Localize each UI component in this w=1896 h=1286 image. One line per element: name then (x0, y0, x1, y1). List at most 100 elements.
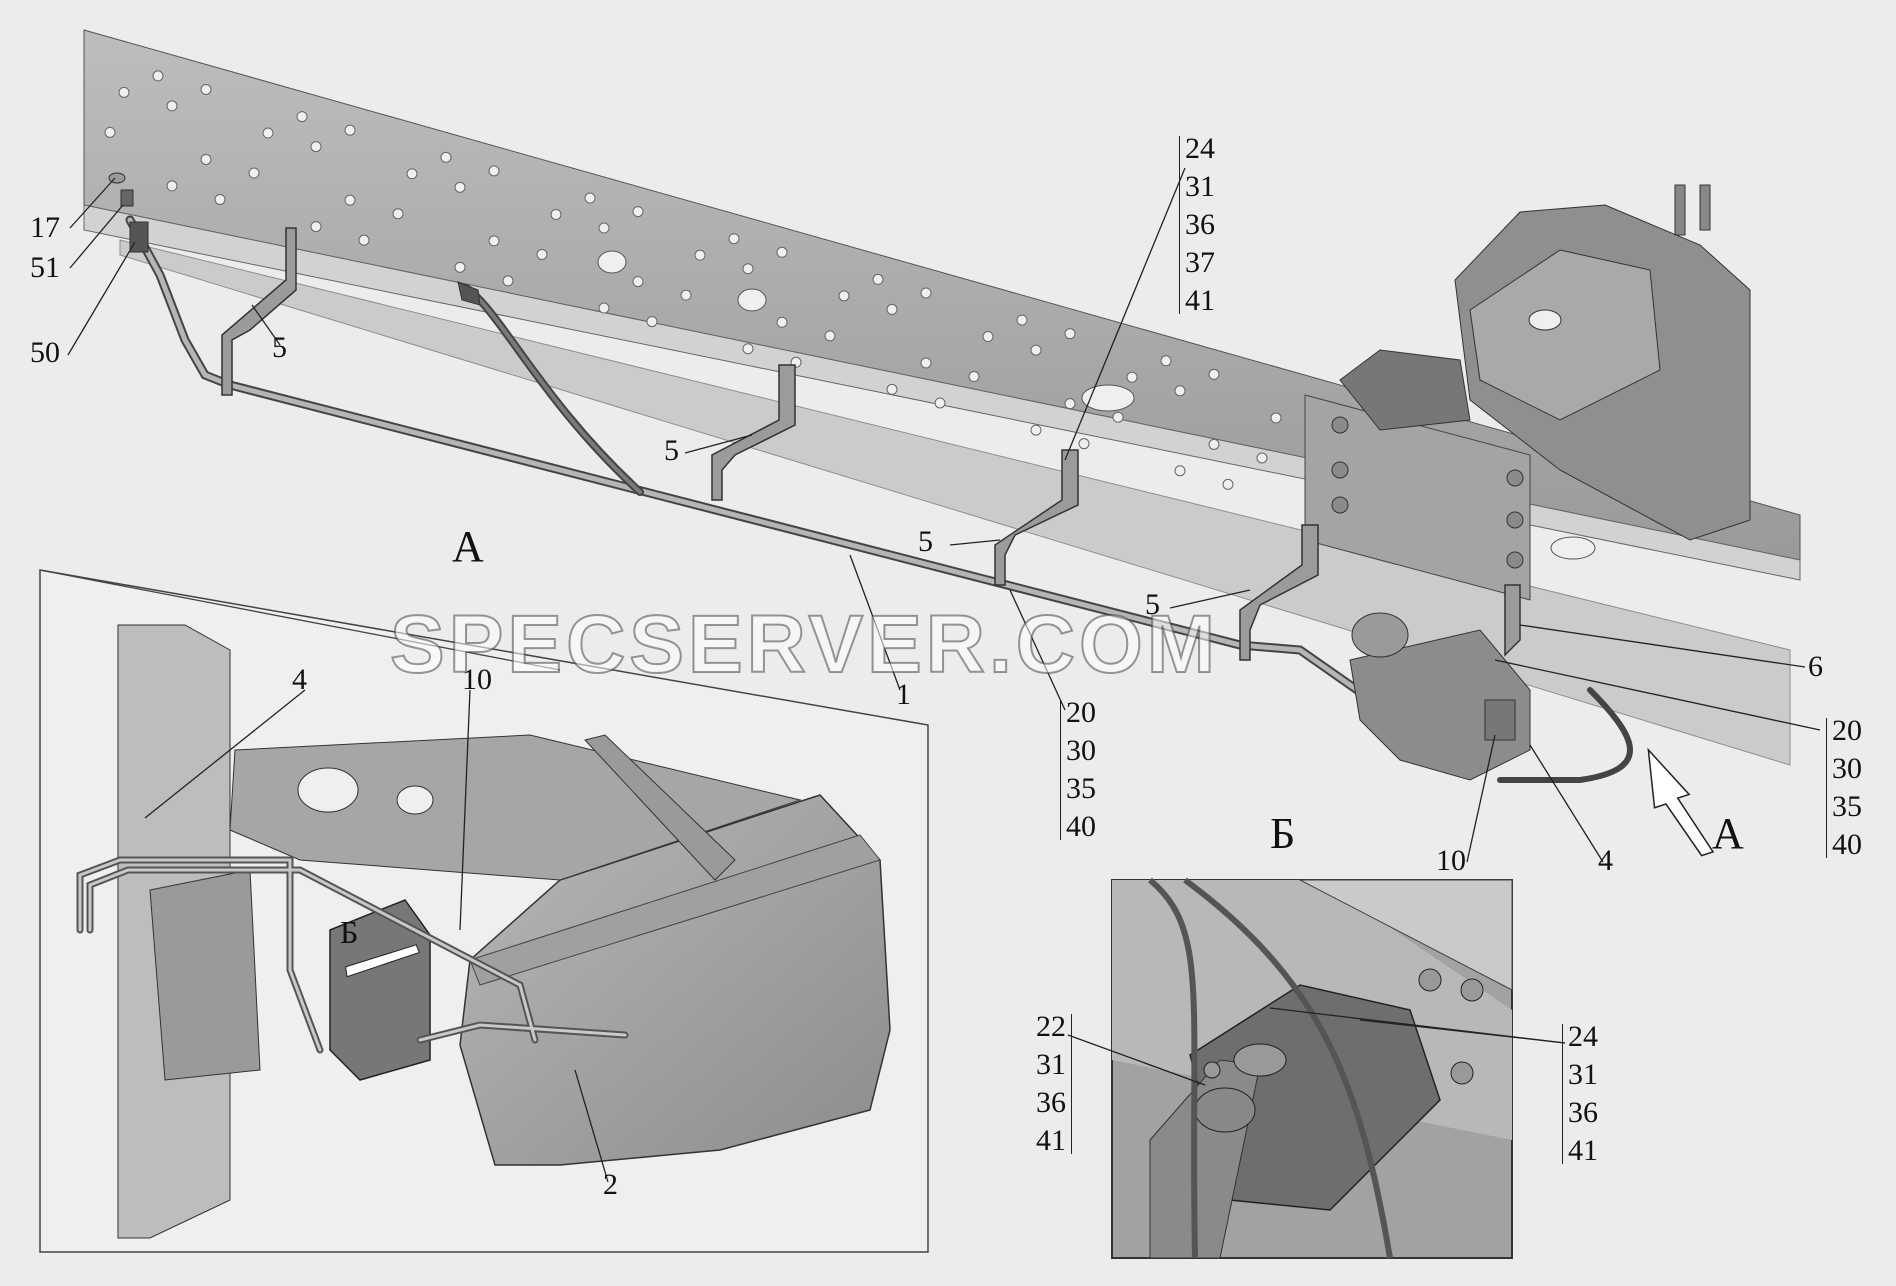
reinforcement-plate (1304, 394, 1531, 601)
frame-holes (104, 70, 1330, 518)
rivet-hole (680, 289, 692, 301)
rivet-hole (1030, 424, 1042, 436)
rivet-hole (454, 261, 466, 273)
rivet-hole (104, 126, 116, 138)
rivet-hole (358, 234, 370, 246)
rivet-hole (1016, 314, 1028, 326)
rivet-hole (968, 371, 980, 383)
rivet-hole (310, 141, 322, 153)
callout-4b: 4 (1598, 844, 1613, 877)
valve-assembly (1349, 612, 1531, 781)
rivet-hole (742, 343, 754, 355)
rivet-hole (838, 290, 850, 302)
rivet-hole (742, 263, 754, 275)
rivet-hole (920, 357, 932, 369)
callout-4a: 4 (292, 663, 307, 696)
rivet-hole (200, 83, 212, 95)
callout-5a: 5 (272, 331, 287, 364)
rivet-hole (776, 316, 788, 328)
rivet-hole (1256, 452, 1268, 464)
inset-view-a (39, 569, 929, 1253)
rivet-hole (632, 276, 644, 288)
rivet-hole (406, 168, 418, 180)
rivet-hole (166, 180, 178, 192)
rivet-hole (886, 383, 898, 395)
rivet-hole (344, 194, 356, 206)
rivet-hole (152, 70, 164, 82)
rivet-hole (824, 330, 836, 342)
callout-5d: 5 (1145, 588, 1160, 621)
rivet-hole (872, 273, 884, 285)
rivet-hole (694, 249, 706, 261)
rivet-hole (1126, 371, 1138, 383)
rivet-hole (598, 302, 610, 314)
rivet-hole (200, 153, 212, 165)
rivet-hole (728, 233, 740, 245)
rivet-hole (646, 316, 658, 328)
rivet-hole (1030, 344, 1042, 356)
rivet-hole (934, 397, 946, 409)
callout-2: 2 (603, 1168, 618, 1201)
pipe-clamps (221, 227, 1521, 661)
watermark: SPECSERVER.COM (389, 598, 1220, 691)
rivet-hole (632, 206, 644, 218)
fittings (108, 172, 481, 306)
view-arrow-a (1647, 747, 1715, 857)
callout-50: 50 (30, 336, 60, 369)
rivet-hole (1064, 328, 1076, 340)
rivet-hole (262, 127, 274, 139)
rivet-hole (166, 100, 178, 112)
callout-1: 1 (896, 678, 911, 711)
rivet-hole (550, 208, 562, 220)
rivet-hole (1174, 385, 1186, 397)
rivet-hole (1208, 368, 1220, 380)
detail-view-b (1067, 877, 1566, 1259)
arrow-label-b: Б (340, 914, 359, 950)
rivet-hole (1270, 412, 1282, 424)
callout-17: 17 (30, 211, 60, 244)
rivet-hole (310, 221, 322, 233)
arrow-label-a: А (1712, 809, 1744, 858)
callout-5c: 5 (918, 525, 933, 558)
rivet-hole (502, 275, 514, 287)
callout-5b: 5 (664, 434, 679, 467)
view-label-b: Б (1270, 809, 1296, 858)
rivet-hole (344, 124, 356, 136)
callout-10b: 10 (1436, 844, 1466, 877)
rivet-hole (1174, 465, 1186, 477)
rivet-hole (118, 86, 130, 98)
rivet-hole (1208, 438, 1220, 450)
rivet-hole (488, 235, 500, 247)
rivet-hole (536, 248, 548, 260)
rivet-hole (1078, 438, 1090, 450)
rivet-hole (584, 192, 596, 204)
callout-10a: 10 (462, 663, 492, 696)
rivet-hole (1064, 398, 1076, 410)
spring-bracket (1339, 184, 1751, 541)
rivet-hole (488, 165, 500, 177)
rivet-hole (392, 208, 404, 220)
rivet-hole (982, 331, 994, 343)
leader-lines (67, 167, 1821, 863)
rivet-hole (886, 303, 898, 315)
view-label-a: А (452, 522, 484, 571)
rivet-hole (598, 222, 610, 234)
rivet-hole (454, 181, 466, 193)
callout-6: 6 (1808, 650, 1823, 683)
rivet-hole (296, 111, 308, 123)
rivet-hole (214, 193, 226, 205)
rivet-hole (1160, 355, 1172, 367)
callout-51: 51 (30, 251, 60, 284)
rivet-hole (1112, 411, 1124, 423)
rivet-hole (248, 167, 260, 179)
rivet-hole (440, 151, 452, 163)
rivet-hole (776, 246, 788, 258)
rivet-hole (1222, 478, 1234, 490)
rivet-hole (920, 287, 932, 299)
